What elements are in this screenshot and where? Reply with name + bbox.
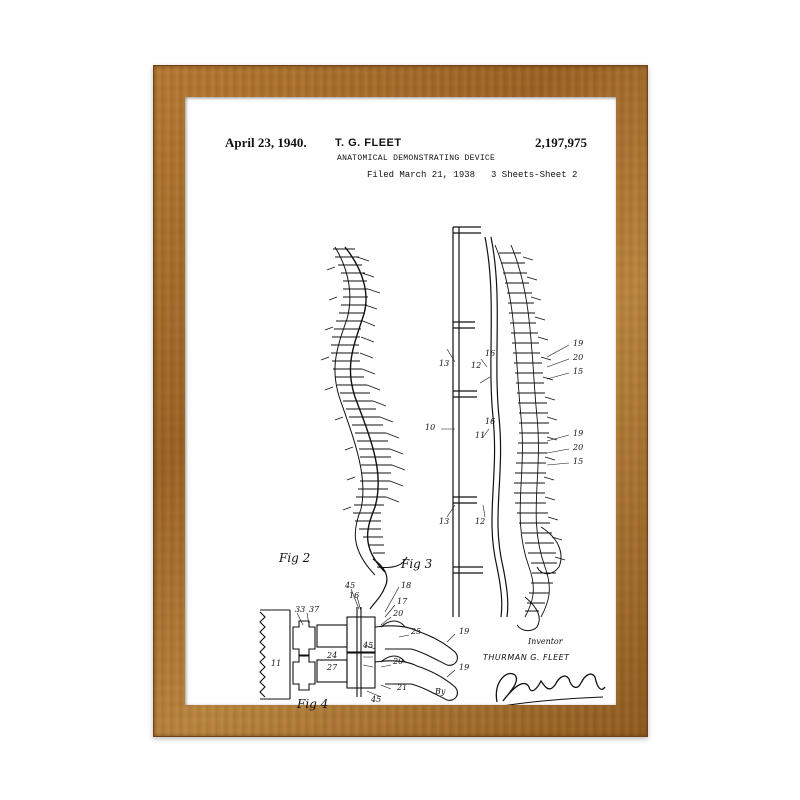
fig4-mechanism-illustration (259, 607, 458, 701)
ref-number: 16 (485, 417, 496, 426)
inventor-signature-name: THURMAN G. FLEET (483, 653, 570, 662)
wooden-frame: April 23, 1940. T. G. FLEET 2,197,975 AN… (153, 65, 648, 737)
ref-number: 21 (397, 683, 408, 692)
ref-number: 19 (573, 339, 584, 348)
inventor-name: T. G. FLEET (335, 137, 402, 149)
ref-number: 12 (475, 517, 486, 526)
patent-drawing (259, 226, 606, 705)
ref-number: 16 (485, 349, 496, 358)
ref-number: 18 (401, 581, 412, 590)
fig3-stand-illustration (452, 226, 509, 618)
signature-underline (506, 696, 604, 705)
attorney-by-label: By (435, 687, 446, 696)
print-mat: April 23, 1940. T. G. FLEET 2,197,975 AN… (185, 97, 616, 711)
ref-number: 13 (439, 359, 450, 368)
fig3-leader-lines (441, 344, 570, 518)
ref-number: 15 (573, 457, 584, 466)
fig4-label: Fig 4 (297, 697, 329, 711)
ref-number: 20 (393, 609, 404, 618)
patent-date: April 23, 1940. (225, 135, 307, 150)
fig3-spine-illustration (494, 244, 566, 632)
ref-number: 20 (573, 353, 584, 362)
attorney-signature-scrawl (495, 672, 606, 703)
ref-number: 12 (471, 361, 482, 370)
sheet-count: 3 Sheets-Sheet 2 (491, 170, 578, 180)
fig4-leader-lines (296, 586, 456, 698)
ref-number: 20 (573, 443, 584, 452)
ref-number: 13 (439, 517, 450, 526)
inventor-label: Inventor (528, 637, 563, 646)
ref-number: 33 (295, 605, 306, 614)
ref-number: 10 (425, 423, 436, 432)
ref-number: 25 (411, 627, 422, 636)
patent-number: 2,197,975 (535, 135, 587, 150)
fig2-spine-illustration (320, 246, 408, 610)
ref-number: 20 (393, 657, 404, 666)
filed-date: Filed March 21, 1938 (367, 170, 476, 180)
ref-number: 19 (459, 627, 470, 636)
ref-number: 24 (327, 651, 338, 660)
ref-number: 11 (475, 431, 486, 440)
fig3-label: Fig 3 (401, 557, 433, 571)
ref-number: 45 (363, 641, 374, 650)
ref-number: 45 (345, 581, 356, 590)
ref-number: 15 (573, 367, 584, 376)
ref-number: 45 (371, 695, 382, 704)
fig2-label: Fig 2 (279, 551, 311, 565)
ref-number: 19 (573, 429, 584, 438)
device-title: ANATOMICAL DEMONSTRATING DEVICE (337, 154, 496, 163)
ref-number: 27 (327, 663, 338, 672)
ref-number: 17 (397, 597, 408, 606)
ref-number: 19 (459, 663, 470, 672)
ref-number: 16 (349, 591, 360, 600)
ref-number: 37 (309, 605, 320, 614)
ref-number: 11 (271, 659, 282, 668)
